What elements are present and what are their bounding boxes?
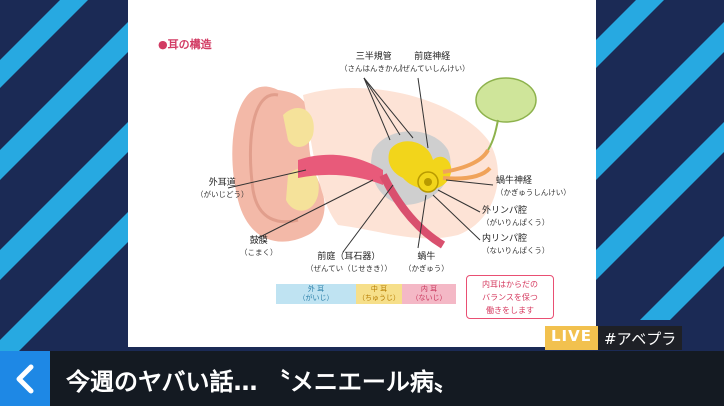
outer-ear-bar: 外 耳（がいじ） [276, 284, 356, 304]
live-indicator: LIVE #アベプラ [545, 326, 682, 350]
label-eardrum: 鼓膜 （こまく） [240, 236, 278, 258]
label-vestibular-nerve: 前庭神経 （ぜんていしんけい） [395, 52, 470, 74]
ticker-bar: 今週のヤバい話… 〝メニエール病〟 [0, 351, 724, 406]
label-ear-canal: 外耳道 （がいじどう） [196, 178, 249, 200]
hashtag-label: #アベプラ [598, 326, 682, 350]
inner-ear-bar: 内 耳（ないじ） [402, 284, 456, 304]
label-cochlea: 蝸牛 （かぎゅう） [404, 252, 449, 274]
back-button[interactable] [0, 351, 50, 406]
label-perilymph: 外リンパ腔 （がいりんぱくう） [482, 206, 549, 228]
chevron-left-icon [14, 364, 36, 394]
label-endolymph: 内リンパ腔 （ないりんぱくう） [482, 234, 549, 256]
diagram-heading: ●耳の構造 [158, 36, 212, 52]
ticker-headline: 今週のヤバい話… 〝メニエール病〟 [66, 362, 458, 397]
label-vestibule: 前庭（耳石器） （ぜんてい（じせきき）） [306, 252, 392, 274]
live-badge: LIVE [545, 326, 598, 350]
inner-ear-note: 内耳はからだの バランスを保つ 働きをします [466, 275, 554, 319]
label-cochlear-nerve: 蝸牛神経 （かぎゅうしんけい） [496, 176, 571, 198]
middle-ear-bar: 中 耳（ちゅうじ） [356, 284, 402, 304]
